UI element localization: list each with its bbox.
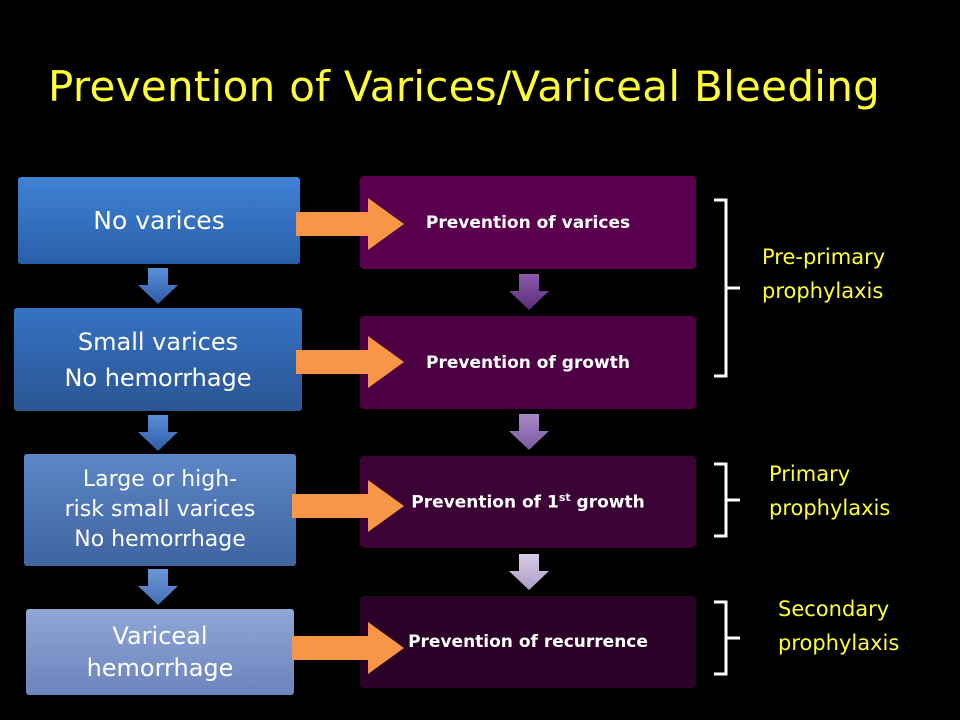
phase-label-primary: Primary prophylaxis bbox=[769, 457, 890, 525]
stage-label-line: risk small varices bbox=[64, 497, 256, 522]
goal-down-arrow-icon bbox=[509, 554, 549, 590]
stage-label-line: Small varices bbox=[77, 327, 239, 356]
bracket-icon bbox=[714, 198, 740, 378]
goal-label: Prevention of varices bbox=[425, 212, 631, 233]
goal-label-suffix: growth bbox=[570, 492, 645, 513]
stage-box-variceal-hemorrhage: Variceal hemorrhage bbox=[26, 609, 294, 695]
goal-down-arrow-icon bbox=[509, 414, 549, 450]
phase-label-line: prophylaxis bbox=[769, 496, 891, 520]
phase-label-secondary: Secondary prophylaxis bbox=[778, 592, 899, 660]
stage-box-large-varices: Large or high- risk small varices No hem… bbox=[24, 454, 296, 566]
connector-arrow-icon bbox=[296, 336, 404, 388]
stage-label-line: hemorrhage bbox=[86, 654, 234, 682]
goal-label-superscript: st bbox=[558, 491, 571, 505]
goal-box-prevention-of-varices: Prevention of varices bbox=[360, 176, 696, 269]
phase-label-line: prophylaxis bbox=[762, 279, 884, 303]
bracket-icon bbox=[714, 600, 740, 676]
stage-label-line: No varices bbox=[93, 206, 225, 235]
phase-label-line: prophylaxis bbox=[778, 631, 900, 655]
connector-arrow-icon bbox=[292, 622, 404, 674]
connector-arrow-icon bbox=[296, 198, 404, 250]
stage-label-line: No hemorrhage bbox=[64, 363, 252, 392]
stage-label-line: Variceal bbox=[112, 622, 208, 650]
goal-label: Prevention of 1 bbox=[411, 492, 559, 513]
stage-box-small-varices: Small varices No hemorrhage bbox=[14, 308, 302, 411]
phase-label-line: Pre-primary bbox=[762, 245, 886, 269]
connector-arrow-icon bbox=[292, 480, 404, 532]
stage-label-line: No hemorrhage bbox=[74, 527, 246, 552]
page-title: Prevention of Varices/Variceal Bleeding bbox=[48, 62, 881, 111]
bracket-icon bbox=[714, 462, 740, 538]
stage-box-no-varices: No varices bbox=[18, 177, 300, 264]
goal-box-prevention-of-recurrence: Prevention of recurrence bbox=[360, 596, 696, 688]
goal-label: Prevention of growth bbox=[426, 352, 630, 373]
goal-down-arrow-icon bbox=[509, 274, 549, 310]
goal-box-prevention-of-first-growth: Prevention of 1st growth bbox=[360, 456, 696, 548]
stage-down-arrow-icon bbox=[138, 569, 178, 605]
phase-label-line: Primary bbox=[769, 462, 851, 486]
stage-down-arrow-icon bbox=[138, 415, 178, 451]
goal-box-prevention-of-growth: Prevention of growth bbox=[360, 316, 696, 409]
stage-down-arrow-icon bbox=[138, 268, 178, 304]
stage-label-line: Large or high- bbox=[82, 467, 238, 492]
phase-label-pre-primary: Pre-primary prophylaxis bbox=[762, 240, 885, 308]
phase-label-line: Secondary bbox=[778, 597, 890, 621]
goal-label: Prevention of recurrence bbox=[408, 632, 648, 652]
